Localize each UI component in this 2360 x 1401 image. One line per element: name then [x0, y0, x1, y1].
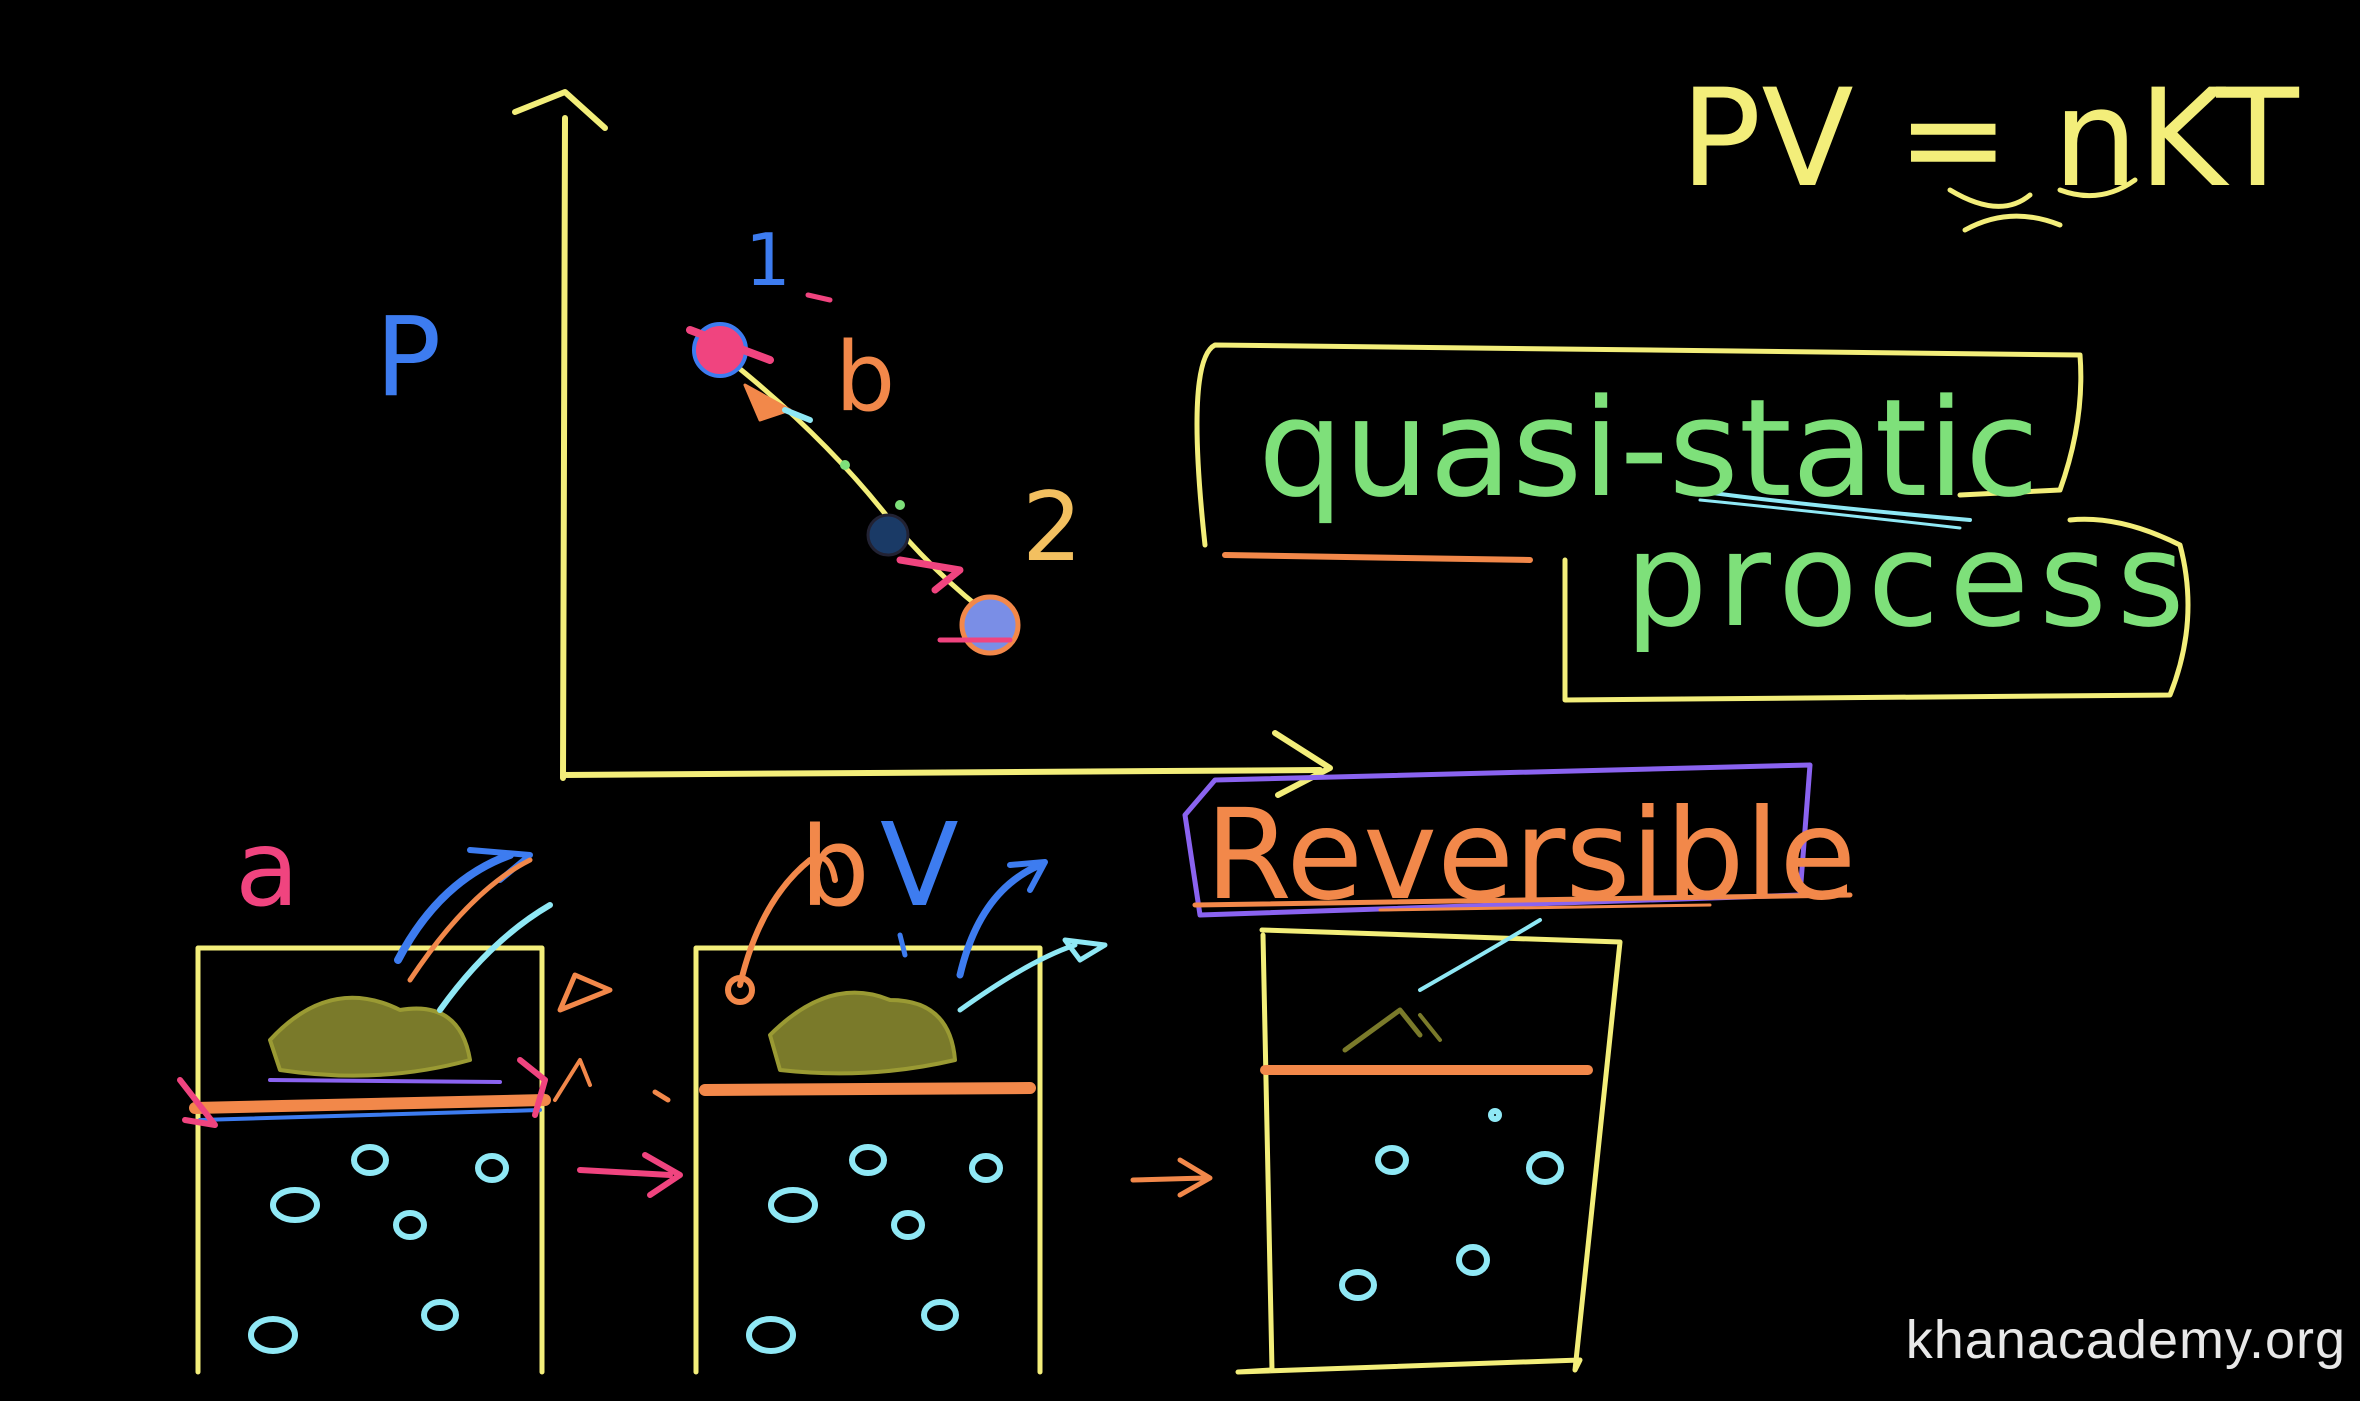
x-axis [560, 767, 1323, 778]
pressure-axis-label: P [375, 293, 441, 421]
quasi-static-text: quasi-static [1258, 370, 2039, 527]
state-b-label: b [835, 323, 895, 433]
container-b [693, 854, 1108, 1375]
state-2-label: 2 [1022, 473, 1082, 583]
pv-process-curve [686, 292, 1021, 656]
pv-axes [512, 89, 1333, 798]
container-a-label: a [235, 808, 299, 930]
y-axis-arrowhead [512, 89, 608, 131]
container-c [1235, 918, 1623, 1375]
state-point-2-dot [959, 594, 1021, 656]
container-a [177, 847, 613, 1375]
reversible-outline [1182, 762, 1853, 918]
equation-text: PV = nKT [1680, 60, 2299, 217]
x-axis-arrowhead [1272, 730, 1333, 798]
container-b-label: b [800, 803, 870, 931]
reversible-text: Reversible [1205, 783, 1856, 928]
volume-axis-label: V [880, 799, 959, 933]
y-axis [560, 115, 568, 781]
state-1-label: 1 [745, 218, 791, 302]
khanacademy-watermark: khanacademy.org [1905, 1310, 2346, 1370]
intermediate-state-dot [866, 513, 910, 557]
quasi-static-outline [1194, 342, 2191, 703]
process-text: process [1625, 504, 2195, 656]
